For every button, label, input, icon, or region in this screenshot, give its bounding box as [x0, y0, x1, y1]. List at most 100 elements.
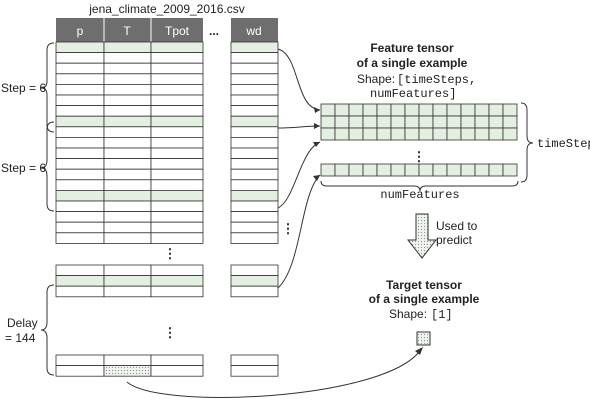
upper-row-10-cell-2 — [150, 147, 204, 160]
num-features-label: numFeatures — [380, 188, 459, 202]
tensor-cell-r0-c4 — [376, 103, 392, 117]
upper-row-7-cell-2 — [150, 115, 204, 128]
upper-row-2-cell-3 — [230, 62, 279, 75]
tensor-cell-r3-c5 — [390, 163, 406, 177]
tensor-cell-r2-c2 — [348, 127, 364, 141]
tensor-cell-r0-c5 — [390, 103, 406, 117]
middle-row-1-cell-0 — [55, 275, 105, 287]
tensor-cell-r2-c0 — [320, 127, 336, 141]
upper-row-12-cell-0 — [55, 168, 105, 181]
tensor-cell-r0-c0 — [320, 103, 336, 117]
tensor-cell-r2-c3 — [362, 127, 378, 141]
row-ellipsis-2: ⋮ — [164, 325, 177, 340]
tensor-cell-r3-c7 — [418, 163, 434, 177]
middle-row-0-cell-0 — [55, 264, 105, 277]
upper-row-2-cell-2 — [150, 62, 204, 75]
upper-row-9-cell-1 — [103, 136, 152, 149]
middle-row-0-cell-2 — [150, 264, 204, 277]
brace-time-steps — [520, 102, 534, 183]
target-tensor-shape-prefix: Shape: — [389, 307, 427, 321]
tensor-cell-r3-c12 — [488, 163, 504, 177]
upper-row-15-cell-3 — [230, 200, 279, 213]
middle-row-0-cell-1 — [103, 264, 152, 277]
bottom-row-0-cell-0 — [55, 354, 105, 367]
arrow-heads — [313, 107, 320, 181]
upper-row-18-cell-0 — [55, 232, 105, 244]
upper-row-0-cell-0 — [55, 41, 105, 54]
tensor-cell-r2-c7 — [418, 127, 434, 141]
tensor-cell-r0-c6 — [404, 103, 420, 117]
target-tensor-cell — [416, 331, 431, 346]
middle-row-2-cell-0 — [55, 285, 105, 298]
tensor-cell-r0-c9 — [446, 103, 462, 117]
tensor-cell-r2-c4 — [376, 127, 392, 141]
tensor-cell-r2-c10 — [460, 127, 476, 141]
tensor-cell-r2-c11 — [474, 127, 490, 141]
tensor-cell-r2-c1 — [334, 127, 350, 141]
tensor-cell-r3-c0 — [320, 163, 336, 177]
column-headers: p T Tpot wd ... — [56, 18, 278, 42]
middle-row-2-cell-3 — [230, 285, 279, 298]
column-header-p: p — [77, 24, 84, 38]
used-to-predict-arrow — [406, 213, 438, 259]
tensor-cell-r1-c11 — [474, 115, 490, 129]
bottom-row-0-cell-2 — [150, 354, 204, 367]
feature-tensor-shape-prefix: Shape: — [357, 72, 395, 86]
table-rows — [55, 41, 279, 377]
tensor-cell-r3-c11 — [474, 163, 490, 177]
upper-row-7-cell-3 — [230, 115, 279, 128]
tensor-cell-r1-c12 — [488, 115, 504, 129]
tensor-cell-r3-c4 — [376, 163, 392, 177]
tensor-cell-r2-c6 — [404, 127, 420, 141]
upper-row-0-cell-3 — [230, 41, 279, 54]
row-ellipsis-wd: ⋮ — [282, 221, 295, 236]
tensor-cell-r3-c10 — [460, 163, 476, 177]
tensor-cell-r1-c4 — [376, 115, 392, 129]
upper-row-7-cell-0 — [55, 115, 105, 128]
upper-row-11-cell-3 — [230, 158, 279, 170]
arrow-row-3 — [277, 141, 321, 209]
tensor-cell-r0-c8 — [432, 103, 448, 117]
step-label-2: Step = 6 — [1, 161, 46, 175]
upper-row-4-cell-2 — [150, 84, 204, 96]
tensor-cell-r2-c13 — [502, 127, 518, 141]
tensor-cell-r1-c0 — [320, 115, 336, 129]
middle-row-0-cell-3 — [230, 264, 279, 277]
upper-row-18-cell-1 — [103, 232, 152, 244]
upper-row-6-cell-0 — [55, 105, 105, 117]
step-label-1: Step = 6 — [1, 81, 46, 95]
upper-row-7-cell-1 — [103, 115, 152, 128]
upper-row-4-cell-1 — [103, 84, 152, 96]
upper-row-18-cell-3 — [230, 232, 279, 244]
upper-row-12-cell-3 — [230, 168, 279, 181]
upper-row-13-cell-1 — [103, 179, 152, 191]
tensor-cell-r1-c13 — [502, 115, 518, 129]
tensor-cell-r1-c2 — [348, 115, 364, 129]
tensor-cell-r3-c13 — [502, 163, 518, 177]
upper-row-10-cell-1 — [103, 147, 152, 160]
header-bg-left — [56, 18, 203, 42]
tensor-cell-r0-c1 — [334, 103, 350, 117]
upper-row-14-cell-0 — [55, 189, 105, 202]
upper-row-11-cell-0 — [55, 158, 105, 170]
upper-row-8-cell-3 — [230, 126, 279, 138]
tensor-cell-r3-c8 — [432, 163, 448, 177]
upper-row-11-cell-1 — [103, 158, 152, 170]
tensor-cell-r1-c1 — [334, 115, 350, 129]
tensor-cell-r0-c11 — [474, 103, 490, 117]
upper-row-5-cell-0 — [55, 94, 105, 107]
tensor-cell-r3-c6 — [404, 163, 420, 177]
upper-row-10-cell-0 — [55, 147, 105, 160]
tensor-cell-r0-c7 — [418, 103, 434, 117]
upper-row-12-cell-1 — [103, 168, 152, 181]
target-tensor-title-line1: Target tensor — [386, 278, 462, 292]
upper-row-11-cell-2 — [150, 158, 204, 170]
upper-row-17-cell-1 — [103, 221, 152, 234]
tensor-cell-r1-c6 — [404, 115, 420, 129]
target-tensor-shape-value: [1] — [431, 308, 453, 322]
upper-row-4-cell-0 — [55, 84, 105, 96]
tensor-cell-r1-c5 — [390, 115, 406, 129]
brace-num-features — [320, 180, 519, 192]
upper-row-16-cell-2 — [150, 211, 204, 223]
tensor-cell-r3-c2 — [348, 163, 364, 177]
